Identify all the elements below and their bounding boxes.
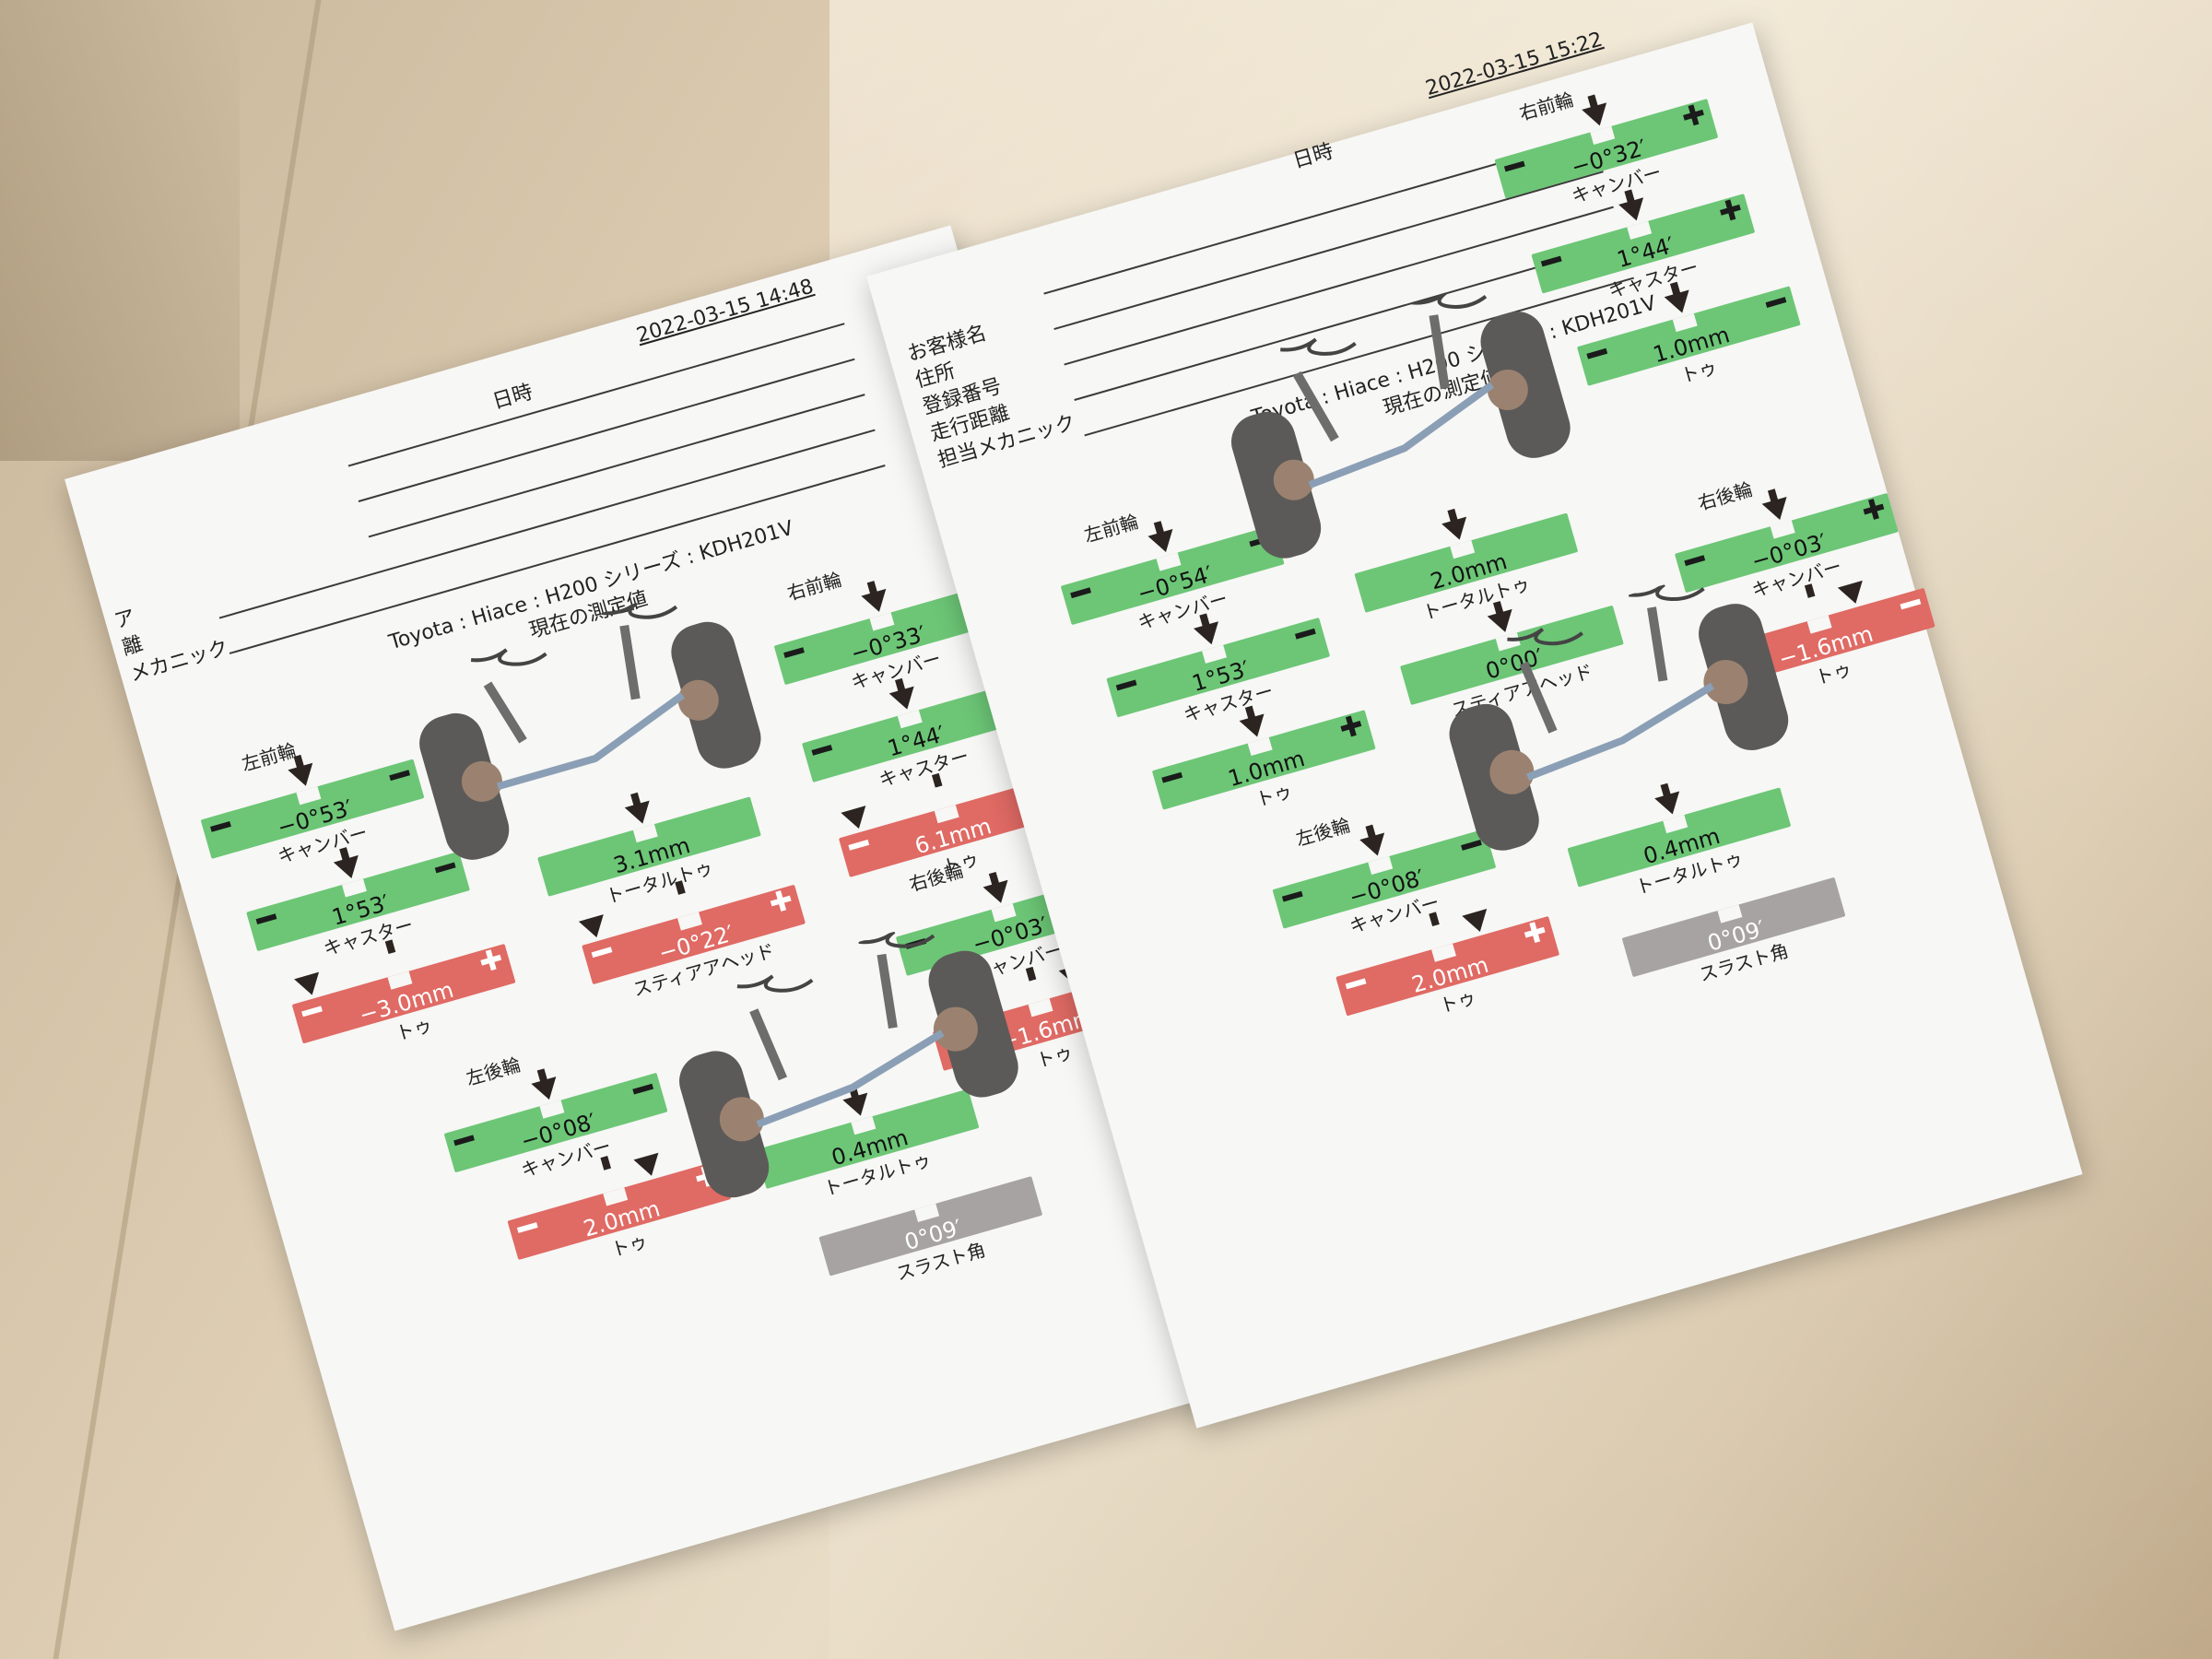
- rear-axle: [1526, 682, 1715, 781]
- brake-drum-right: [1703, 660, 1748, 705]
- header-rule: [358, 358, 855, 502]
- pointer-arrow-icon: [1359, 832, 1391, 860]
- header-rule: [368, 394, 865, 538]
- pointer-arrow-icon: [1664, 289, 1695, 317]
- brake-disc-left: [1273, 459, 1314, 500]
- pointer-arrow-icon: [1837, 580, 1868, 607]
- front-suspension-illustration: [1230, 290, 1571, 559]
- shock-absorber: [1519, 606, 1668, 734]
- brake-drum-left: [719, 1097, 764, 1142]
- brake-disc-right: [677, 679, 719, 721]
- rear-left-title: 左後輪: [464, 1053, 524, 1090]
- coil-spring: [1507, 582, 1705, 646]
- pointer-arrow-icon: [982, 879, 1014, 907]
- rear-suspension-illustration: [679, 930, 1018, 1198]
- pointer-arrow-icon: [1239, 713, 1270, 741]
- pointer-arrow-icon: [1582, 102, 1613, 130]
- rear-suspension-illustration: [1449, 582, 1789, 851]
- strut: [1292, 314, 1450, 442]
- date-label: 日時: [489, 380, 535, 415]
- lower-arm: [496, 692, 685, 791]
- pointer-arrow-icon: [888, 686, 920, 713]
- lower-arm: [1308, 382, 1495, 488]
- brake-drum-right: [933, 1006, 978, 1052]
- pointer-arrow-icon: [1147, 528, 1179, 556]
- pointer-arrow-icon: [633, 1152, 665, 1180]
- pointer-arrow-icon: [578, 914, 609, 941]
- coil-spring: [1280, 290, 1488, 356]
- coil-spring: [736, 930, 935, 993]
- pointer-arrow-icon: [841, 806, 872, 832]
- coil-spring: [470, 601, 678, 666]
- window-shadow: [0, 0, 240, 461]
- brake-disc-right: [1487, 369, 1528, 410]
- front-right-title: 右前輪: [784, 568, 844, 606]
- date-value: 2022-03-15 14:48: [633, 275, 817, 348]
- brake-drum-left: [1489, 749, 1535, 794]
- pointer-arrow-icon: [288, 762, 319, 790]
- pointer-arrow-icon: [333, 854, 364, 882]
- pointer-arrow-icon: [531, 1077, 562, 1103]
- pointer-arrow-icon: [1618, 197, 1650, 225]
- customer-field-labels: お客様名 住所 登録番号 走行距離 担当メカニック: [904, 303, 1078, 476]
- pointer-arrow-icon: [1462, 909, 1493, 935]
- pointer-arrow-icon: [861, 588, 892, 616]
- header-rule: [347, 323, 845, 467]
- alignment-report-sheet-left: ア 離 メカニック 日時 2022-03-15 14:48 Toyota : H…: [65, 225, 1281, 1631]
- front-suspension-illustration: [419, 601, 761, 860]
- customer-field-labels: ア 離 メカニック: [112, 582, 232, 689]
- pointer-arrow-icon: [1761, 497, 1793, 524]
- shock-absorber: [749, 953, 898, 1081]
- strut: [483, 624, 641, 744]
- pointer-arrow-icon: [1194, 621, 1225, 649]
- rear-axle: [756, 1030, 945, 1128]
- alignment-report-sheet-right: お客様名 住所 登録番号 走行距離 担当メカニック 日時 2022-03-15 …: [866, 22, 2083, 1429]
- pointer-arrow-icon: [294, 971, 325, 999]
- brake-disc-left: [461, 760, 502, 802]
